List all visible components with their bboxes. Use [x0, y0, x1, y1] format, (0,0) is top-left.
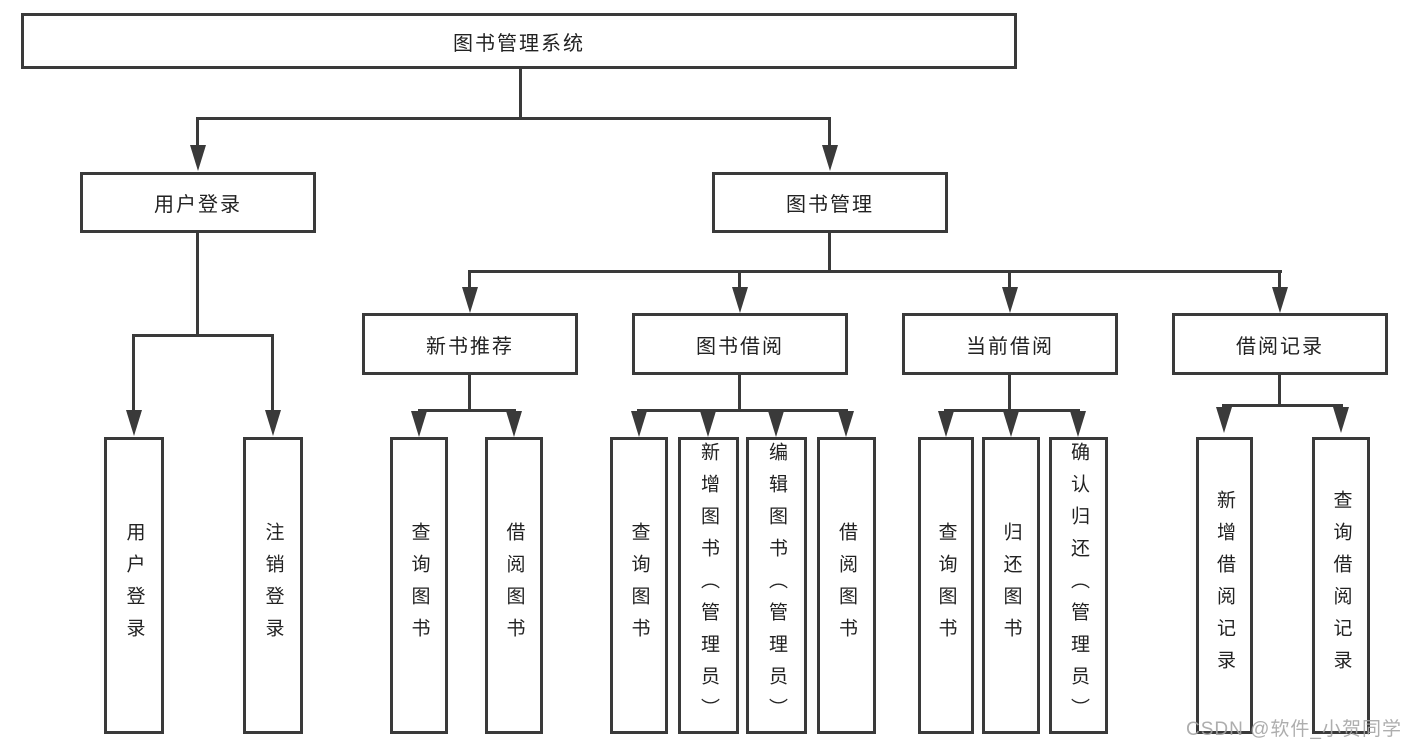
node-borrow-records: 借阅记录	[1172, 313, 1388, 375]
connector-line	[1278, 375, 1281, 406]
connector-line	[271, 336, 274, 412]
arrowhead-down-icon	[1272, 287, 1288, 313]
leaf-search-books-borrow-label: 查询图书	[628, 521, 650, 650]
leaf-add-borrow-record-label: 新增借阅记录	[1214, 489, 1235, 682]
node-current-borrow: 当前借阅	[902, 313, 1118, 375]
leaf-borrow-books: 借阅图书	[817, 437, 876, 734]
leaf-borrow-books-recommend: 借阅图书	[485, 437, 543, 734]
connector-line	[637, 409, 848, 412]
connector-line	[828, 233, 831, 272]
node-new-book-recommend: 新书推荐	[362, 313, 578, 375]
connector-line	[468, 272, 471, 290]
leaf-search-borrow-record: 查询借阅记录	[1312, 437, 1370, 734]
arrowhead-down-icon	[190, 145, 206, 171]
leaf-logout: 注销登录	[243, 437, 303, 734]
node-new-book-recommend-label: 新书推荐	[426, 335, 514, 358]
leaf-search-borrow-record-label: 查询借阅记录	[1330, 489, 1352, 682]
leaf-add-borrow-record: 新增借阅记录	[1196, 437, 1253, 734]
arrowhead-down-icon	[126, 410, 142, 436]
leaf-confirm-return-admin-label: 确认归还（管理员）	[1068, 441, 1089, 730]
arrowhead-down-icon	[822, 145, 838, 171]
leaf-return-book: 归还图书	[982, 437, 1040, 734]
connector-line	[738, 272, 741, 290]
node-book-borrow: 图书借阅	[632, 313, 848, 375]
leaf-search-books-current-label: 查询图书	[935, 521, 957, 650]
connector-line	[519, 69, 522, 117]
arrowhead-down-icon	[411, 411, 427, 437]
arrowhead-down-icon	[1216, 407, 1232, 433]
connector-line	[196, 119, 199, 147]
arrowhead-down-icon	[506, 411, 522, 437]
leaf-edit-book-admin-label: 编辑图书（管理员）	[766, 441, 787, 730]
leaf-borrow-books-label: 借阅图书	[836, 521, 857, 650]
leaf-search-books-recommend-label: 查询图书	[408, 521, 430, 650]
arrowhead-down-icon	[938, 411, 954, 437]
connector-line	[1278, 272, 1281, 290]
connector-line	[196, 117, 831, 120]
leaf-search-books-borrow: 查询图书	[610, 437, 668, 734]
connector-line	[738, 375, 741, 411]
node-user-login: 用户登录	[80, 172, 316, 233]
connector-line	[1008, 272, 1011, 290]
leaf-confirm-return-admin: 确认归还（管理员）	[1049, 437, 1108, 734]
leaf-edit-book-admin: 编辑图书（管理员）	[746, 437, 807, 734]
leaf-add-book-admin: 新增图书（管理员）	[678, 437, 739, 734]
leaf-user-login: 用户登录	[104, 437, 164, 734]
connector-line	[1008, 375, 1011, 411]
leaf-search-books-current: 查询图书	[918, 437, 974, 734]
connector-line	[468, 375, 471, 411]
node-current-borrow-label: 当前借阅	[966, 335, 1054, 358]
connector-line	[418, 409, 516, 412]
connector-line	[1222, 404, 1343, 407]
connector-line	[828, 119, 831, 147]
arrowhead-down-icon	[631, 411, 647, 437]
arrowhead-down-icon	[265, 410, 281, 436]
leaf-search-books-recommend: 查询图书	[390, 437, 448, 734]
node-user-login-label: 用户登录	[154, 194, 242, 216]
leaf-borrow-books-recommend-label: 借阅图书	[503, 521, 525, 650]
arrowhead-down-icon	[1070, 411, 1086, 437]
leaf-return-book-label: 归还图书	[1000, 521, 1022, 650]
node-book-borrow-label: 图书借阅	[696, 335, 784, 358]
node-book-management: 图书管理	[712, 172, 948, 233]
leaf-logout-label: 注销登录	[262, 521, 284, 650]
arrowhead-down-icon	[838, 411, 854, 437]
arrowhead-down-icon	[732, 287, 748, 313]
leaf-add-book-admin-label: 新增图书（管理员）	[698, 441, 719, 730]
connector-line	[196, 233, 199, 334]
connector-line	[132, 334, 274, 337]
node-root: 图书管理系统	[21, 13, 1017, 69]
connector-line	[132, 336, 135, 412]
arrowhead-down-icon	[768, 411, 784, 437]
arrowhead-down-icon	[700, 411, 716, 437]
node-borrow-records-label: 借阅记录	[1236, 335, 1324, 358]
arrowhead-down-icon	[462, 287, 478, 313]
connector-line	[944, 409, 1080, 412]
node-book-management-label: 图书管理	[786, 194, 874, 216]
arrowhead-down-icon	[1003, 411, 1019, 437]
connector-line	[468, 270, 1282, 273]
node-root-label: 图书管理系统	[453, 32, 585, 55]
leaf-user-login-label: 用户登录	[123, 521, 145, 650]
watermark: CSDN @软件_小贺同学	[1186, 719, 1402, 740]
arrowhead-down-icon	[1333, 407, 1349, 433]
arrowhead-down-icon	[1002, 287, 1018, 313]
